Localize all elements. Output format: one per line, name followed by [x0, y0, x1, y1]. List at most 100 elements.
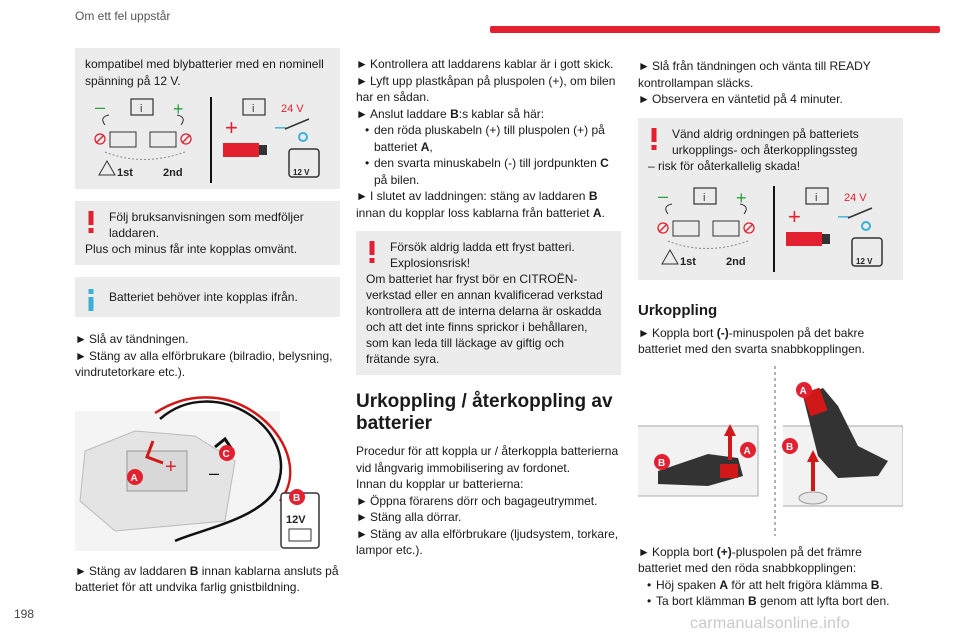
charger-connection-figure: + – A C B 12V — [75, 395, 320, 551]
svg-text:–: – — [275, 116, 287, 138]
c2-task-3-text: Stäng av alla elförbrukare (ljudsystem, … — [356, 526, 619, 558]
second-label-1: 2nd — [163, 167, 183, 179]
polarity-figure: – + i 1st 2nd i 24 V + – — [94, 97, 320, 183]
c2-step-2: ►Lyft upp plastkåpan på pluspolen (+), o… — [356, 73, 616, 105]
warning-box-frozen: Försök aldrig ladda ett fryst batteri. E… — [356, 231, 621, 375]
c2-step-4: ►I slutet av laddningen: stäng av laddar… — [356, 189, 605, 220]
svg-text:–: – — [95, 97, 105, 117]
step-3-b: B — [189, 563, 199, 578]
info-glyph-4: i — [815, 192, 817, 204]
order-warning-line-1: Vänd aldrig ordningen på batteriets — [672, 126, 859, 141]
c2-step-1: ►Kontrollera att laddarens kablar är i g… — [356, 57, 614, 71]
polarity-figure-2: – + i 1st 2nd i 24 V + – 12 — [657, 185, 883, 272]
svg-text:–: – — [209, 463, 219, 483]
intro-text: kompatibel med blybatterier med en nomin… — [85, 57, 324, 88]
c2-step-3-a: Anslut laddare — [370, 106, 451, 121]
warning-1-line-2: laddaren. — [109, 226, 160, 240]
step-stop-charger: ►Stäng av laddaren B innan kablarna ansl… — [75, 563, 339, 595]
step-3-c: innan kablarna ansluts på batteriet för … — [75, 563, 339, 595]
order-warning-line-2: urkopplings- och återkopplingssteg — [672, 142, 858, 157]
info-icon — [88, 289, 94, 311]
c2-step-1-text: Kontrollera att laddarens kablar är i go… — [370, 57, 614, 71]
c2-task-2-text: Stäng alla dörrar. — [370, 510, 462, 524]
column-1: kompatibel med blybatterier med en nomin… — [75, 48, 340, 596]
c3-urk-2: ►Koppla bort (+)-pluspolen på det främre… — [638, 544, 862, 576]
voltage-label-2: 24 V — [844, 192, 867, 204]
c2-step-4-c: innan du kopplar loss kablarna från batt… — [356, 205, 593, 220]
info-box-1: Batteriet behöver inte kopplas ifrån. — [75, 277, 340, 317]
c2-bullet-1-a: den röda pluskabeln (+) till pluspolen (… — [374, 123, 605, 154]
label-a-left: A — [744, 446, 751, 457]
c3-bullet-1: Höj spaken A för att helt frigöra klämma… — [638, 577, 903, 594]
warning-exclamation-icon — [651, 127, 657, 150]
c2-bullet-2-c: på bilen. — [374, 172, 420, 187]
c2-procedure-text: Procedur för att koppla ur / återkoppla … — [356, 444, 619, 475]
warning-exclamation-icon — [88, 211, 94, 233]
label-b: B — [293, 493, 300, 504]
info-1-text: Batteriet behöver inte kopplas ifrån. — [109, 290, 298, 304]
c2-step-4-a: I slutet av laddningen: stäng av laddare… — [370, 189, 589, 203]
header-accent-bar — [490, 26, 940, 33]
c3-step-1: ►Slå från tändningen och vänta till READ… — [638, 59, 871, 90]
second-label-2: 2nd — [726, 256, 746, 268]
c3-bullet-1-d: B — [870, 577, 880, 592]
step-3-a: Stäng av laddaren — [89, 563, 190, 578]
info-glyph-2: i — [252, 103, 254, 115]
c3-bullet-1-b: A — [719, 577, 729, 592]
charger-battery-label: 12V — [286, 514, 306, 526]
warning-1-line-1: Följ bruksanvisningen som medföljer — [109, 210, 304, 224]
c3-step-2: ►Observera en väntetid på 4 minuter. — [638, 92, 843, 106]
c2-task-1-text: Öppna förarens dörr och bagageutrymmet. — [370, 493, 598, 508]
svg-text:+: + — [736, 188, 747, 208]
c2-step-4-e: . — [601, 205, 605, 220]
svg-text:+: + — [788, 204, 801, 229]
label-a-right: A — [800, 386, 807, 397]
quick-coupling-figure: B A A B — [638, 365, 903, 536]
watermark: carmanualsonline.info — [690, 615, 850, 632]
c3-step-2-text: Observera en väntetid på 4 minuter. — [652, 92, 843, 106]
c2-step-3-b: B — [450, 106, 459, 121]
warning-box-1: Följ bruksanvisningen som medföljer ladd… — [75, 201, 340, 265]
label-b-right: B — [786, 442, 793, 453]
warning-exclamation-icon — [369, 241, 375, 263]
order-warning-line-3: – risk för oåterkallelig skada! — [648, 158, 801, 173]
step-1-text: Slå av tändningen. — [89, 332, 189, 346]
intro-box: kompatibel med blybatterier med en nomin… — [75, 48, 340, 189]
frozen-warning-line-2: Explosionsrisk! — [390, 256, 471, 270]
c2-step-3-c: :s kablar så här: — [458, 106, 545, 121]
section-heading-urkoppling-aterkoppling: Urkoppling / återkoppling av batterier — [356, 391, 613, 434]
voltage-label-1: 24 V — [281, 103, 304, 115]
column-2: ►Kontrollera att laddarens kablar är i g… — [356, 56, 621, 559]
c2-task-2: ►Stäng alla dörrar. — [356, 510, 462, 524]
step-stäng-av: ►Stäng av alla elförbrukare (bilradio, b… — [75, 348, 333, 380]
c2-bullet-1-c: , — [429, 139, 433, 154]
svg-text:+: + — [165, 456, 177, 478]
c3-bullet-2-a: Ta bort klämman — [656, 594, 749, 608]
frozen-warning-line-1: Försök aldrig ladda ett fryst batteri. — [390, 240, 575, 254]
c3-urk-1: ►Koppla bort (-)-minuspolen på det bakre… — [638, 325, 865, 357]
frozen-warning-rest: Om batteriet har fryst bör en CITROËN-ve… — [366, 272, 603, 366]
label-b-left: B — [658, 458, 665, 469]
info-glyph-1: i — [140, 103, 142, 115]
c3-urk-1-a: Koppla bort — [652, 325, 717, 340]
c2-step-3: ►Anslut laddare B:s kablar så här: — [356, 106, 545, 121]
c3-bullet-1-c: för att helt frigöra klämma — [728, 577, 871, 592]
c3-step-1-text: Slå från tändningen och vänta till READY… — [638, 59, 871, 90]
c3-urk-1-b: (-) — [716, 325, 729, 340]
battery-label-2: 12 V — [856, 257, 873, 266]
first-label-1: 1st — [117, 167, 133, 179]
c3-bullet-2-c: genom att lyfta bort den. — [756, 594, 890, 608]
c2-bullet-2-b: C — [600, 156, 609, 170]
c2-bullet-2: den svarta minuskabeln (-) till jordpunk… — [356, 155, 621, 188]
c3-bullet-2: Ta bort klämman B genom att lyfta bort d… — [638, 593, 903, 610]
svg-text:–: – — [658, 186, 668, 206]
c3-urk-2-a: Koppla bort — [652, 544, 717, 559]
battery-label-1: 12 V — [293, 168, 310, 177]
c2-task-1: ►Öppna förarens dörr och bagageutrymmet. — [356, 493, 598, 508]
c2-step-4-d: A — [592, 205, 602, 220]
svg-text:–: – — [838, 205, 850, 227]
c2-step-4-b: B — [588, 189, 598, 203]
c3-bullet-1-e: . — [879, 577, 883, 592]
page-number: 198 — [14, 607, 35, 621]
step-slå-av: ►Slå av tändningen. — [75, 332, 189, 346]
